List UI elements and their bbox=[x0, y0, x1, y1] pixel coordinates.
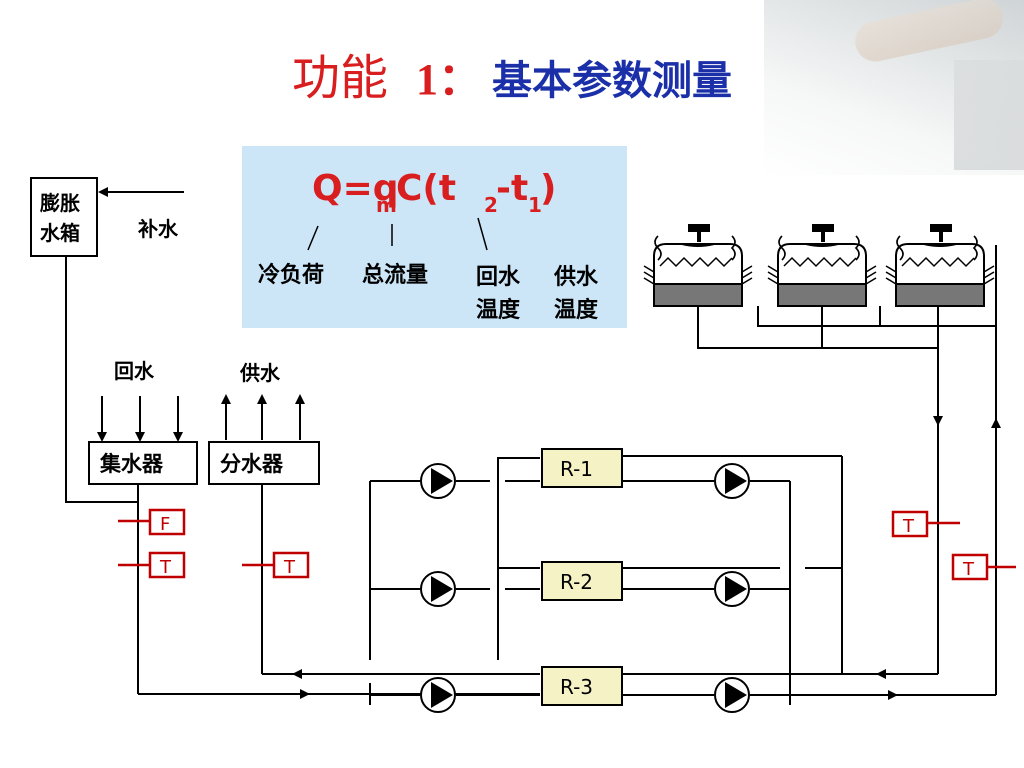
pump-chw-1 bbox=[420, 463, 456, 499]
label-return-temp-2: 温度 bbox=[476, 297, 521, 323]
title-prefix: 功能 bbox=[291, 50, 388, 106]
expansion-pipe bbox=[65, 256, 138, 503]
label-return-temp-1: 回水 bbox=[476, 265, 521, 290]
cooling-tower-1 bbox=[643, 223, 753, 307]
formula-dash: -t bbox=[496, 168, 528, 209]
unit-r3 bbox=[541, 666, 623, 706]
pump-cw-3 bbox=[714, 677, 750, 713]
distributor-label: 分水器 bbox=[220, 452, 284, 476]
label-cold-load: 冷负荷 bbox=[258, 262, 324, 288]
formula-c: C(t bbox=[396, 168, 456, 209]
collector-label: 集水器 bbox=[99, 452, 164, 476]
collector-box bbox=[88, 441, 198, 485]
unit-r1-label: R-1 bbox=[560, 457, 593, 481]
formula-close: ) bbox=[540, 168, 556, 209]
unit-r2-label: R-2 bbox=[560, 570, 593, 594]
decorative-photo bbox=[764, 0, 1024, 175]
sensor-flow-label: F bbox=[160, 514, 170, 535]
formula-sub-m: m bbox=[376, 193, 397, 217]
formula-panel bbox=[242, 146, 627, 328]
sensor-temp-cw-return-label: T bbox=[902, 516, 915, 537]
pump-cw-2 bbox=[714, 571, 750, 607]
formula-sub-2: 2 bbox=[484, 193, 498, 217]
sensor-temp-supply bbox=[272, 551, 310, 579]
leader-cold-load bbox=[307, 225, 319, 251]
sensor-flow bbox=[148, 508, 186, 536]
pump-cw-1 bbox=[714, 463, 750, 499]
pump-chw-3 bbox=[420, 677, 456, 713]
formula-sub-1: 1 bbox=[528, 193, 542, 217]
keyboard-image bbox=[954, 60, 1024, 170]
sensor-temp-cw-return bbox=[891, 510, 929, 538]
expansion-tank-label-1: 膨胀 bbox=[39, 191, 80, 215]
sensor-temp-return-label: T bbox=[159, 557, 172, 578]
formula-q: Q=q bbox=[312, 168, 399, 209]
unit-r2 bbox=[541, 561, 623, 601]
return-water-label: 回水 bbox=[114, 359, 155, 383]
expansion-tank bbox=[30, 177, 98, 257]
formula: Q=q m C(t 2 -t 1 ) bbox=[312, 168, 556, 217]
unit-r1 bbox=[541, 448, 623, 488]
distributor-box bbox=[208, 441, 320, 485]
label-supply-temp-1: 供水 bbox=[553, 264, 599, 290]
sensor-temp-supply-label: T bbox=[283, 557, 296, 578]
sensor-temp-return bbox=[148, 551, 186, 579]
label-supply-temp-2: 温度 bbox=[554, 297, 599, 323]
expansion-tank-label-2: 水箱 bbox=[40, 221, 80, 245]
title-text: 基本参数测量 bbox=[492, 58, 732, 104]
leader-return-temp bbox=[477, 217, 488, 251]
sensor-temp-cw-supply bbox=[951, 553, 989, 581]
makeup-label: 补水 bbox=[137, 217, 179, 241]
sensor-temp-cw-supply-label: T bbox=[962, 559, 975, 580]
label-total-flow: 总流量 bbox=[362, 262, 428, 288]
supply-water-label: 供水 bbox=[239, 361, 281, 385]
pump-chw-2 bbox=[420, 571, 456, 607]
cooling-tower-2 bbox=[767, 223, 877, 307]
slide-title: 功能 1：基本参数测量 bbox=[0, 38, 1024, 108]
title-number: 1： bbox=[416, 55, 482, 104]
cooling-tower-3 bbox=[885, 223, 995, 307]
unit-r3-label: R-3 bbox=[560, 675, 593, 699]
